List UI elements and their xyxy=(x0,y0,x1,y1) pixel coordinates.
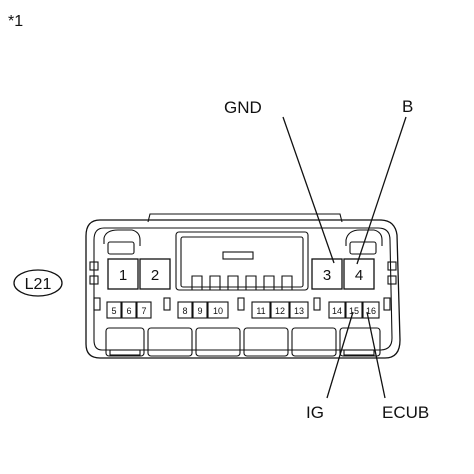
pin-4-label: 4 xyxy=(355,267,363,284)
pin-5-label: 5 xyxy=(111,306,116,316)
pin-14-label: 14 xyxy=(332,306,342,316)
gnd-label: GND xyxy=(224,98,262,117)
gnd-leader-line xyxy=(282,116,335,264)
large-pins: 1 2 3 4 xyxy=(107,258,375,290)
pin-15-label: 15 xyxy=(349,306,359,316)
pin-9-label: 9 xyxy=(197,306,202,316)
b-leader-line xyxy=(356,116,407,265)
pin-7-label: 7 xyxy=(141,306,146,316)
pin-6-label: 6 xyxy=(126,306,131,316)
pin-16-label: 16 xyxy=(366,306,376,316)
connector-id-badge: L21 xyxy=(13,269,63,297)
pin-12-label: 12 xyxy=(275,306,285,316)
pin-10-label: 10 xyxy=(213,306,223,316)
ecub-label: ECUB xyxy=(382,403,429,422)
connector-id: L21 xyxy=(25,276,52,293)
pin-4-cell xyxy=(343,258,375,290)
pin-13-label: 13 xyxy=(294,306,304,316)
pin-2-cell xyxy=(139,258,171,290)
b-label: B xyxy=(402,97,413,116)
ig-label: IG xyxy=(306,403,324,422)
ecub-leader-line xyxy=(366,311,386,399)
pin-1-label: 1 xyxy=(119,267,127,284)
figure-ref: *1 xyxy=(8,13,23,30)
small-pins: 5 6 7 8 9 10 11 12 13 14 15 16 xyxy=(106,301,380,319)
pin-2-label: 2 xyxy=(151,267,159,284)
pin-3-label: 3 xyxy=(323,267,331,284)
callouts: GND B IG ECUB xyxy=(224,97,429,422)
pin-1-cell xyxy=(107,258,139,290)
pin-8-label: 8 xyxy=(182,306,187,316)
ig-leader-line xyxy=(326,311,354,399)
pin-3-cell xyxy=(311,258,343,290)
pin-11-label: 11 xyxy=(256,306,265,316)
connector-body xyxy=(85,213,401,359)
